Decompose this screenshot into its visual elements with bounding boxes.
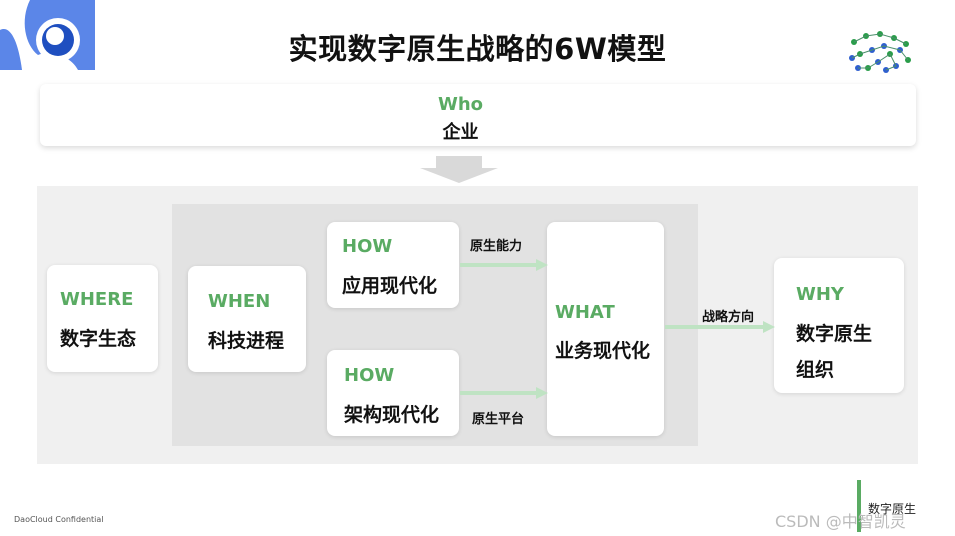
page-title: 实现数字原生战略的6W模型 [288, 32, 667, 66]
who-box [40, 84, 916, 146]
who-label: Who [437, 94, 484, 115]
where-text: 数字生态 [60, 328, 137, 350]
who-text: 企业 [442, 122, 479, 143]
edge-label-native-platform: 原生平台 [472, 412, 525, 427]
brand-logo-right [849, 31, 911, 73]
when-card: WHEN 科技进程 [188, 266, 306, 372]
footer-accent-bar [857, 480, 861, 532]
how-app-card: HOW 应用现代化 [327, 222, 459, 308]
why-text-line2: 组织 [796, 359, 835, 381]
footer-topic: 数字原生 [868, 502, 917, 516]
brand-logo-left [0, 0, 95, 70]
where-card: WHERE 数字生态 [47, 265, 158, 372]
footer-confidential: DaoCloud Confidential [14, 515, 104, 524]
csdn-watermark: CSDN @中智凯灵 [775, 512, 906, 531]
edge-label-strategy-direction: 战略方向 [702, 310, 755, 325]
why-label: WHY [796, 284, 844, 305]
what-text: 业务现代化 [555, 340, 651, 362]
where-label: WHERE [60, 289, 134, 310]
what-label: WHAT [555, 302, 615, 323]
how-app-text: 应用现代化 [342, 275, 438, 297]
when-text: 科技进程 [208, 330, 285, 352]
edge-label-native-capability: 原生能力 [470, 239, 523, 254]
how-arch-card: HOW 架构现代化 [327, 350, 459, 436]
arrow-bottom-head [536, 387, 548, 399]
down-arrow-icon [420, 156, 498, 183]
why-text-line1: 数字原生 [796, 323, 873, 345]
arrow-top-line [460, 263, 538, 267]
arrow-top-head [536, 259, 548, 271]
what-card: WHAT 业务现代化 [547, 222, 664, 436]
how-arch-label: HOW [344, 365, 395, 386]
how-app-label: HOW [342, 236, 393, 257]
arrow-right-line [665, 325, 765, 329]
why-card: WHY 数字原生 组织 [774, 258, 904, 393]
when-label: WHEN [208, 291, 271, 312]
how-arch-text: 架构现代化 [344, 404, 440, 426]
arrow-right-head [763, 321, 775, 333]
arrow-bottom-line [460, 391, 538, 395]
